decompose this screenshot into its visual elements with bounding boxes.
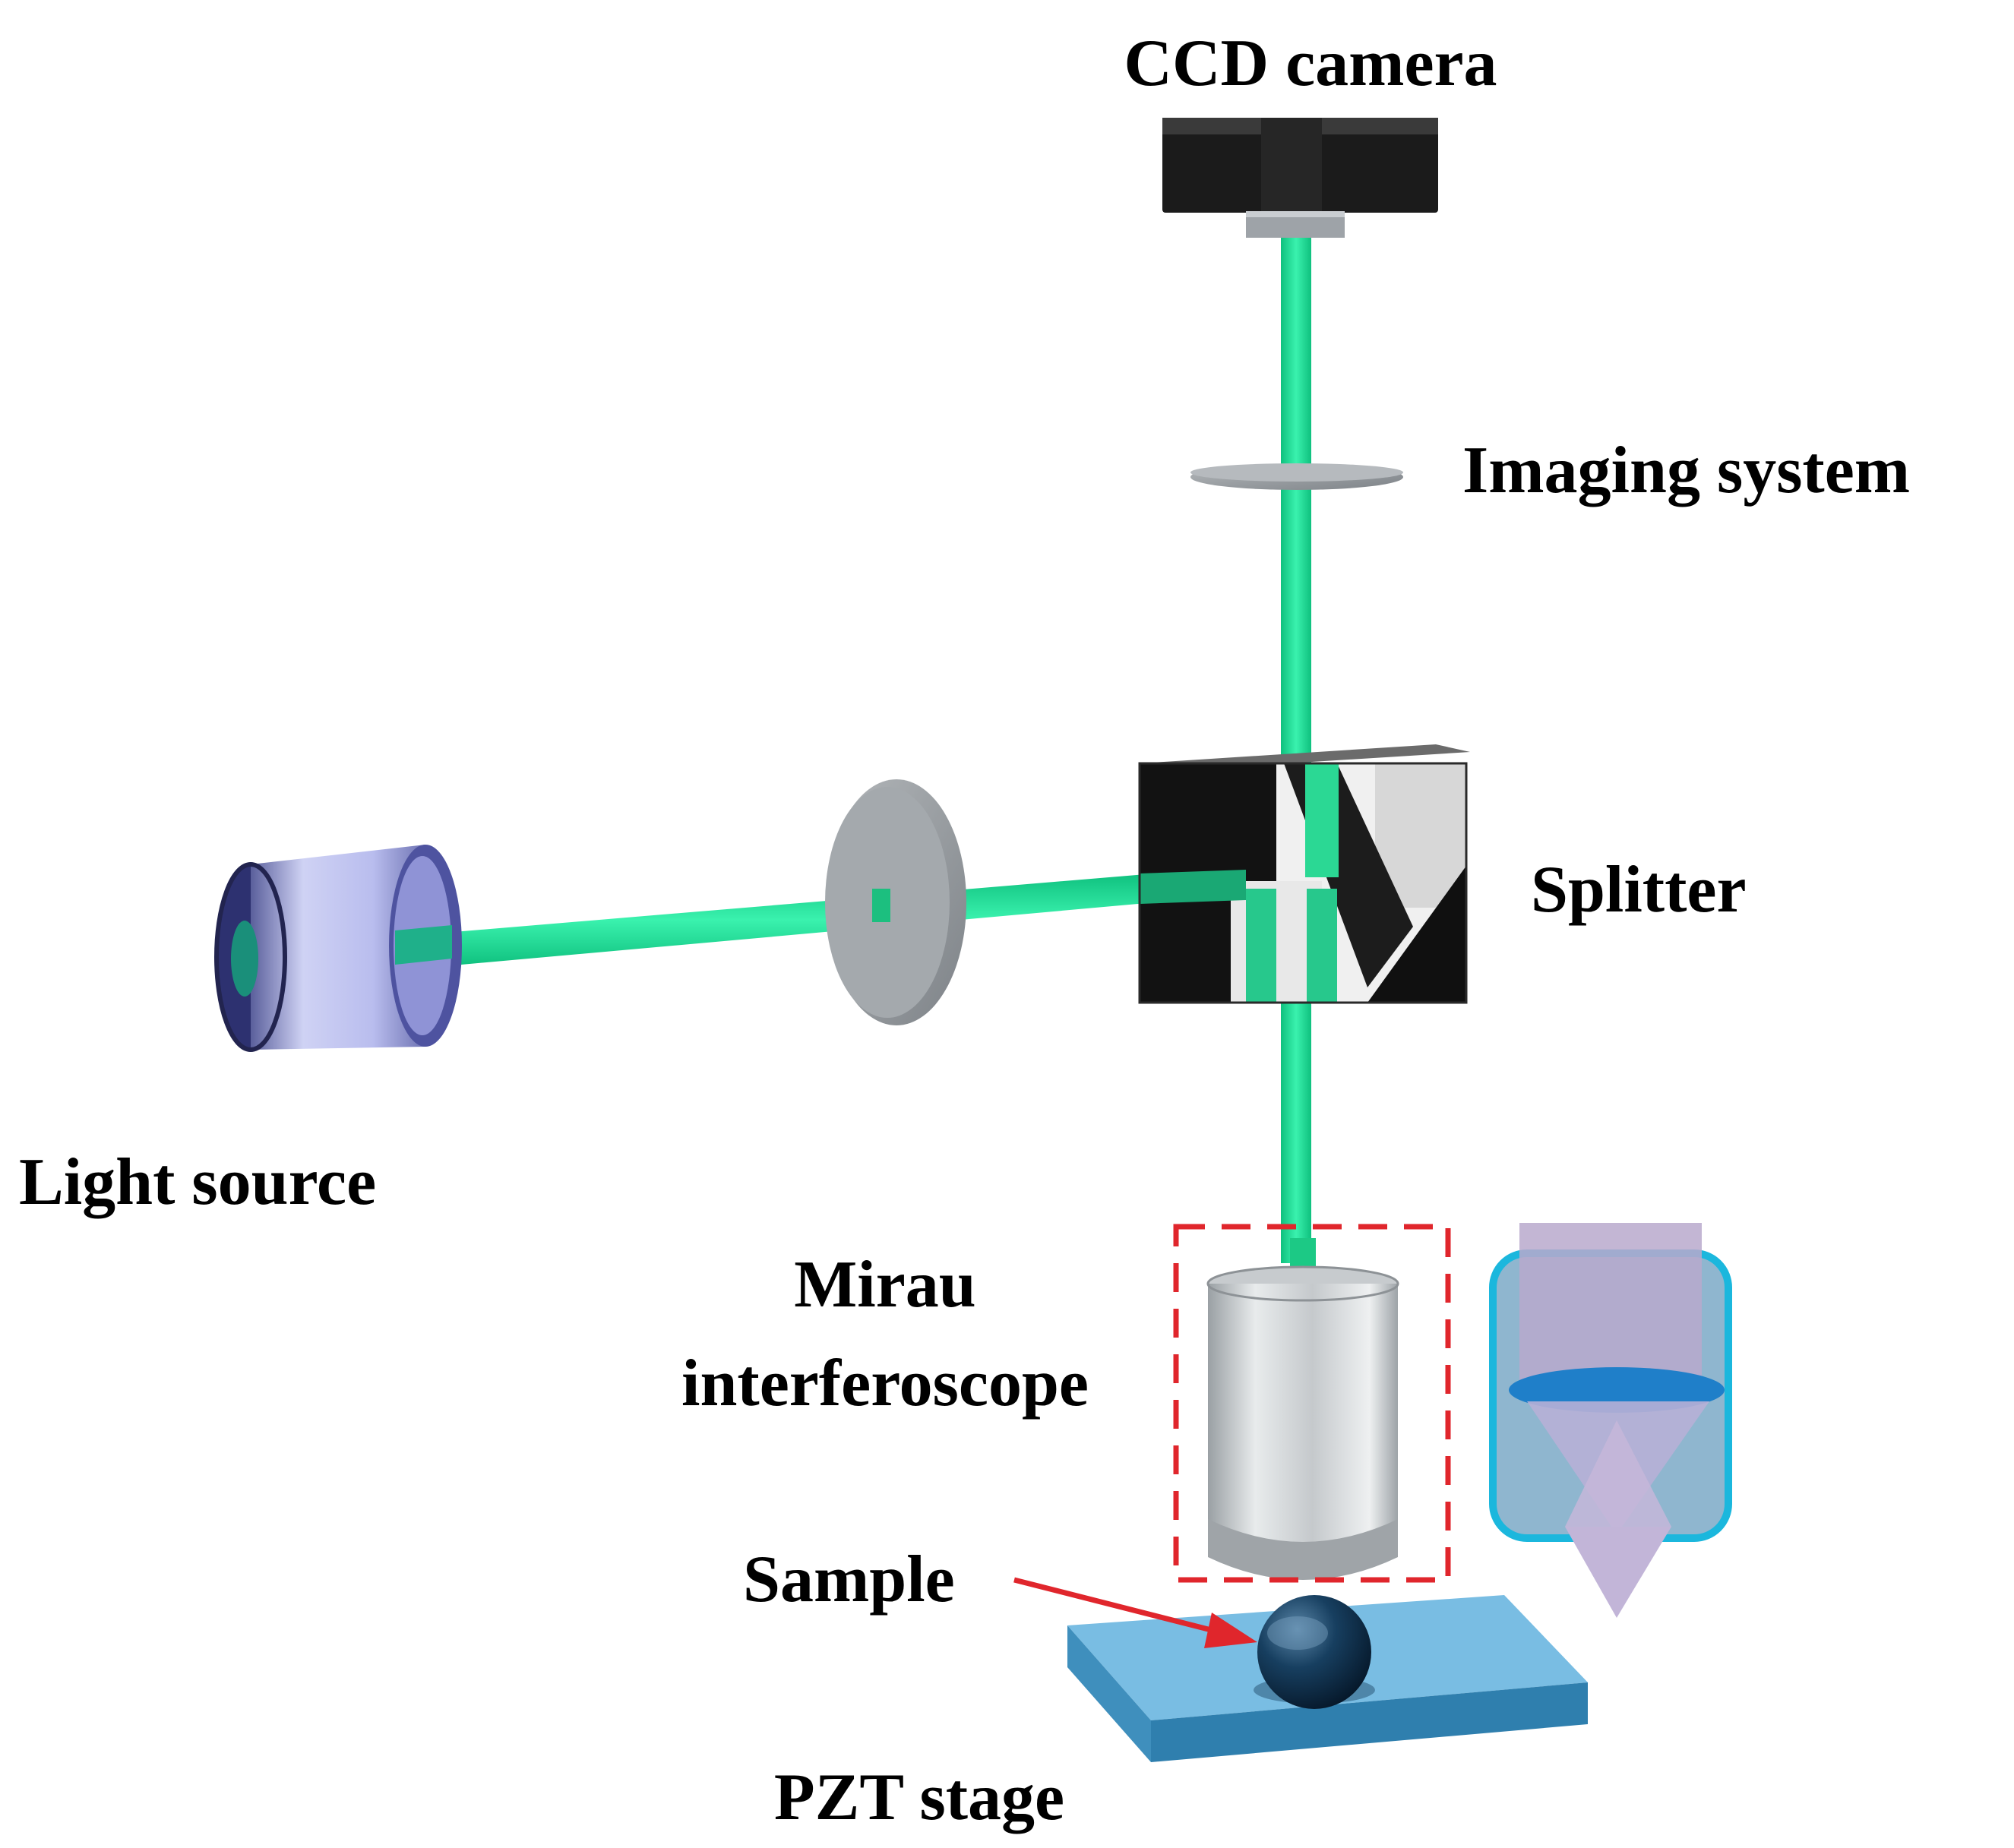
sample-label: Sample [743, 1543, 955, 1616]
mirau-label-line2: interferoscope [681, 1347, 1089, 1420]
vertical-light-beam [1281, 238, 1311, 1263]
light-source [214, 845, 462, 1052]
horizontal-light-beam [444, 873, 1155, 966]
imaging-system-lens [1190, 463, 1403, 490]
beam-splitter-cube [1138, 744, 1470, 1004]
ccd-camera [1162, 118, 1438, 238]
imaging-system-label: Imaging system [1462, 434, 1910, 507]
light-source-label: Light source [19, 1145, 376, 1219]
mirau-objective [1206, 1238, 1399, 1580]
splitter-label: Splitter [1531, 853, 1747, 927]
mirau-highlight-box [1173, 1224, 1451, 1583]
collimating-lens [825, 779, 966, 1025]
ccd-camera-label: CCD camera [1124, 27, 1497, 100]
mirau-label-line1: Mirau [794, 1248, 976, 1322]
sample-sphere [1254, 1595, 1375, 1709]
pzt-stage-label: PZT stage [774, 1761, 1064, 1834]
mirau-inset-schematic [1489, 1223, 1732, 1618]
sample-pointer-arrow [1013, 1577, 1257, 1648]
